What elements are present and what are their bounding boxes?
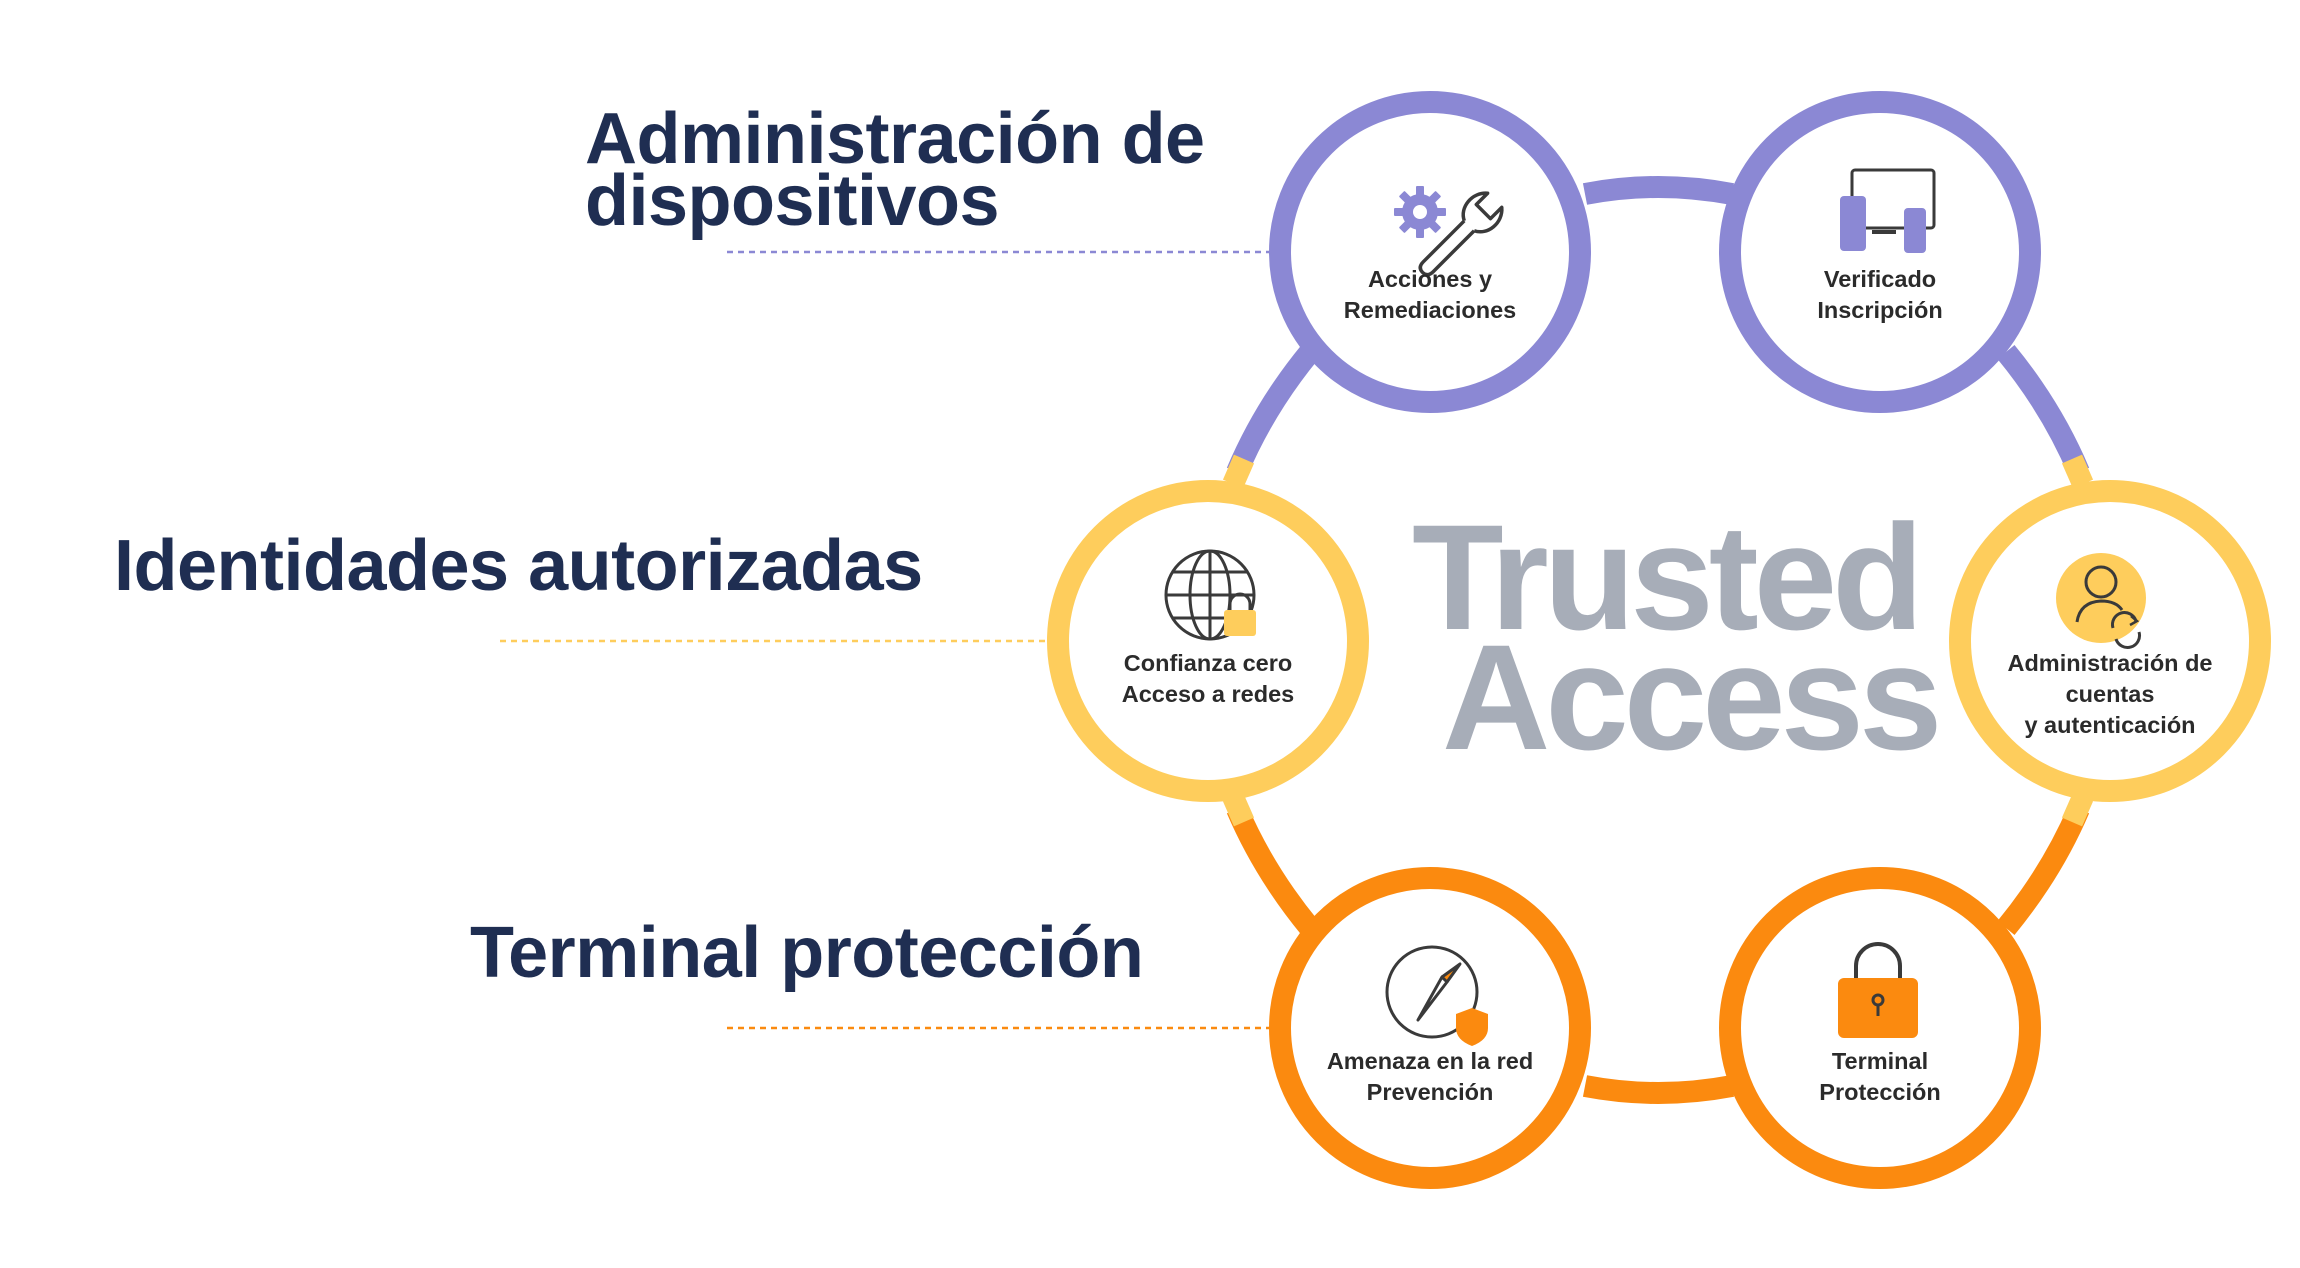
globe-lock-icon [1164,549,1256,641]
user-sync-icon [2056,553,2146,649]
node-label-accounts-line-2: cuentas [2065,681,2155,707]
node-label-actions: Acciones y Remediaciones [1295,264,1565,326]
node-label-zerotrust-line-1: Confianza cero [1123,650,1293,676]
center-title-line-1: Trusted [1412,493,1924,661]
ring-arc-lower-left [1226,804,1319,935]
center-title-line-2: Access [1442,613,1942,781]
node-label-enrollment-line-1: Verificado [1823,266,1937,292]
ring-arc-upper-left-tip [1222,454,1255,489]
node-label-endpoint-line-2: Protección [1819,1079,1941,1105]
node-circle-threat [1269,867,1591,1189]
node-label-threat-line-2: Prevención [1366,1079,1494,1105]
category-identity-line-1: Identidades autorizadas [114,526,923,606]
node-label-endpoint: Terminal Protección [1745,1046,2015,1108]
node-label-threat: Amenaza en la red Prevención [1295,1046,1565,1108]
node-label-zerotrust: Confianza cero Acceso a redes [1073,648,1343,710]
ring-arc-lower-right-tip [2061,792,2094,827]
node-label-accounts-line-1: Administración de [2007,650,2213,676]
node-circle-actions [1269,91,1591,413]
ring-arc-lower-left-tip [1222,792,1255,827]
node-label-zerotrust-line-2: Acceso a redes [1121,681,1295,707]
ring-arc-lower-right [1997,804,2090,935]
ring-arc-upper-right [1997,345,2090,477]
node-label-endpoint-line-1: Terminal [1831,1048,1929,1074]
category-device-line-2: dispositivos [585,161,1000,241]
node-circle-zerotrust [1047,480,1369,802]
node-label-accounts: Administración de cuentas y autenticació… [1965,648,2255,741]
compass-shield-icon [1385,945,1488,1046]
node-label-threat-line-1: Amenaza en la red [1326,1048,1534,1074]
devices-icon [1840,168,1936,253]
gear-wrench-icon [1394,186,1504,277]
node-label-accounts-line-3: y autenticación [2024,712,2196,738]
ring-arc-bottom [1582,1075,1735,1104]
node-circle-enrollment [1719,91,2041,413]
ring-arc-upper-right-tip [2061,454,2094,489]
category-endpoint-title: Terminal protección [470,917,1144,989]
node-label-actions-line-2: Remediaciones [1343,297,1517,323]
category-identity-title: Identidades autorizadas [114,530,923,602]
ring-arc-upper-left [1226,345,1319,477]
node-label-enrollment-line-2: Inscripción [1817,297,1943,323]
ring-arc-top [1582,176,1735,205]
node-label-actions-line-1: Acciones y [1367,266,1493,292]
category-endpoint-line-1: Terminal protección [470,913,1144,993]
category-device-title: Administración de dispositivos [585,103,1205,237]
padlock-icon [1838,942,1918,1038]
node-label-enrollment: Verificado Inscripción [1745,264,2015,326]
category-device-line-1: Administración de [585,99,1205,179]
